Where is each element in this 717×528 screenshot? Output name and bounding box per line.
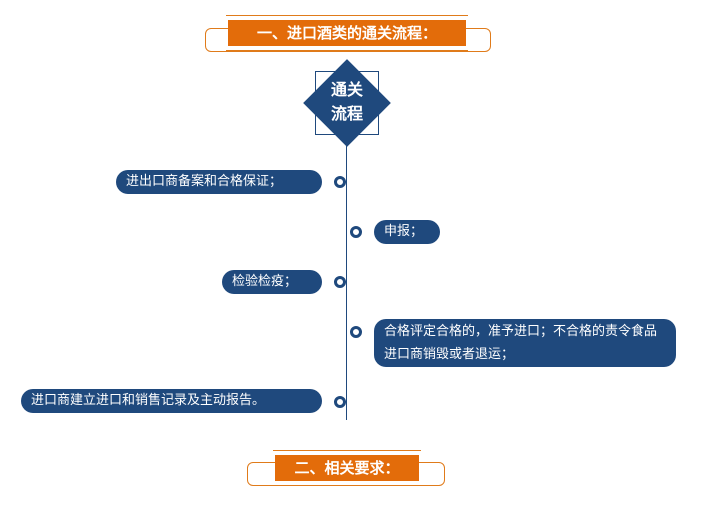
step-1-dot [334,176,346,188]
diamond-label-line2: 流程 [330,104,363,123]
step-5-label: 进口商建立进口和销售记录及主动报告。 [21,389,322,413]
step-4-dot [350,326,362,338]
step-2-label: 申报； [374,220,440,244]
section2-title: 二、相关要求： [273,450,421,486]
step-5-dot [334,396,346,408]
step-2-dot [350,226,362,238]
step-3-label: 检验检疫； [222,270,322,294]
diamond-label-line1: 通关 [330,80,363,99]
diamond-label: 通关 流程 [312,78,382,126]
timeline-axis [346,140,347,420]
step-3-dot [334,276,346,288]
step-4-label: 合格评定合格的，准予进口；不合格的责令食品进口商销毁或者退运； [374,319,676,367]
section1-title: 一、进口酒类的通关流程： [226,15,468,51]
step-1-label: 进出口商备案和合格保证； [116,170,322,194]
